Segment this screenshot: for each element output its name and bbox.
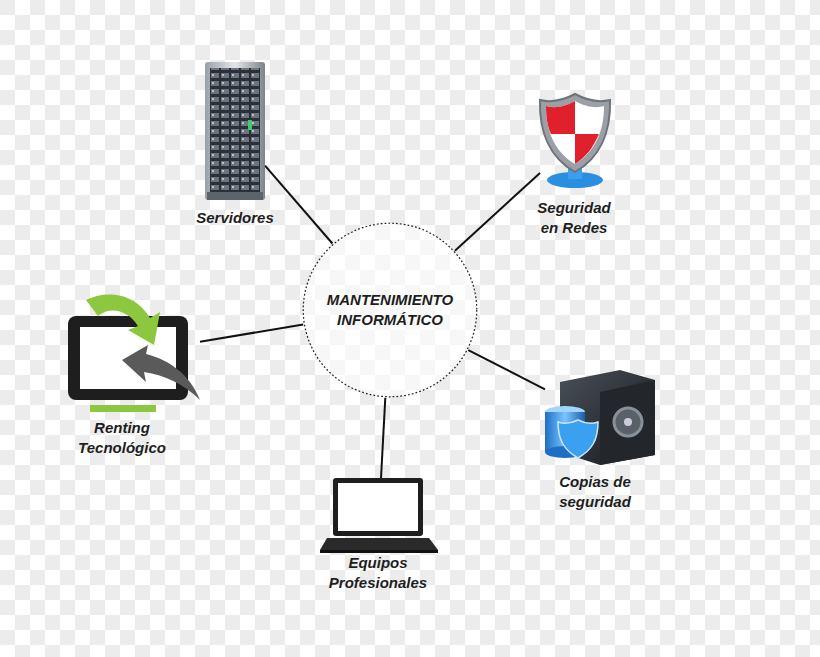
spoke-line: [381, 398, 385, 478]
spoke-node: Servidores: [175, 208, 295, 228]
node-label: Servidores: [175, 208, 295, 228]
hub-title: MANTENIMIENTO INFORMÁTICO: [315, 290, 465, 330]
node-label: Copias de seguridad: [548, 472, 643, 512]
spoke-node: Renting Tecnológico: [72, 418, 172, 458]
node-label: Seguridad en Redes: [529, 198, 619, 238]
backup-safe: [545, 370, 655, 465]
hub-circle: MANTENIMIENTO INFORMÁTICO: [302, 222, 478, 398]
laptop-icon: [320, 478, 438, 553]
spoke-line: [468, 350, 545, 389]
node-label: Equipos Profesionales: [321, 553, 436, 593]
spoke-node: Equipos Profesionales: [321, 553, 436, 593]
dotted-circle: [302, 222, 478, 398]
spoke-node: Seguridad en Redes: [529, 198, 619, 238]
shield-icon: [540, 94, 610, 188]
spoke-node: Copias de seguridad: [548, 472, 643, 512]
server-rack: [205, 62, 265, 200]
spoke-line: [455, 173, 540, 251]
node-label: Renting Tecnológico: [72, 418, 172, 458]
spoke-line: [200, 324, 303, 341]
renting-monitor: [68, 294, 200, 412]
spoke-line: [265, 166, 332, 244]
